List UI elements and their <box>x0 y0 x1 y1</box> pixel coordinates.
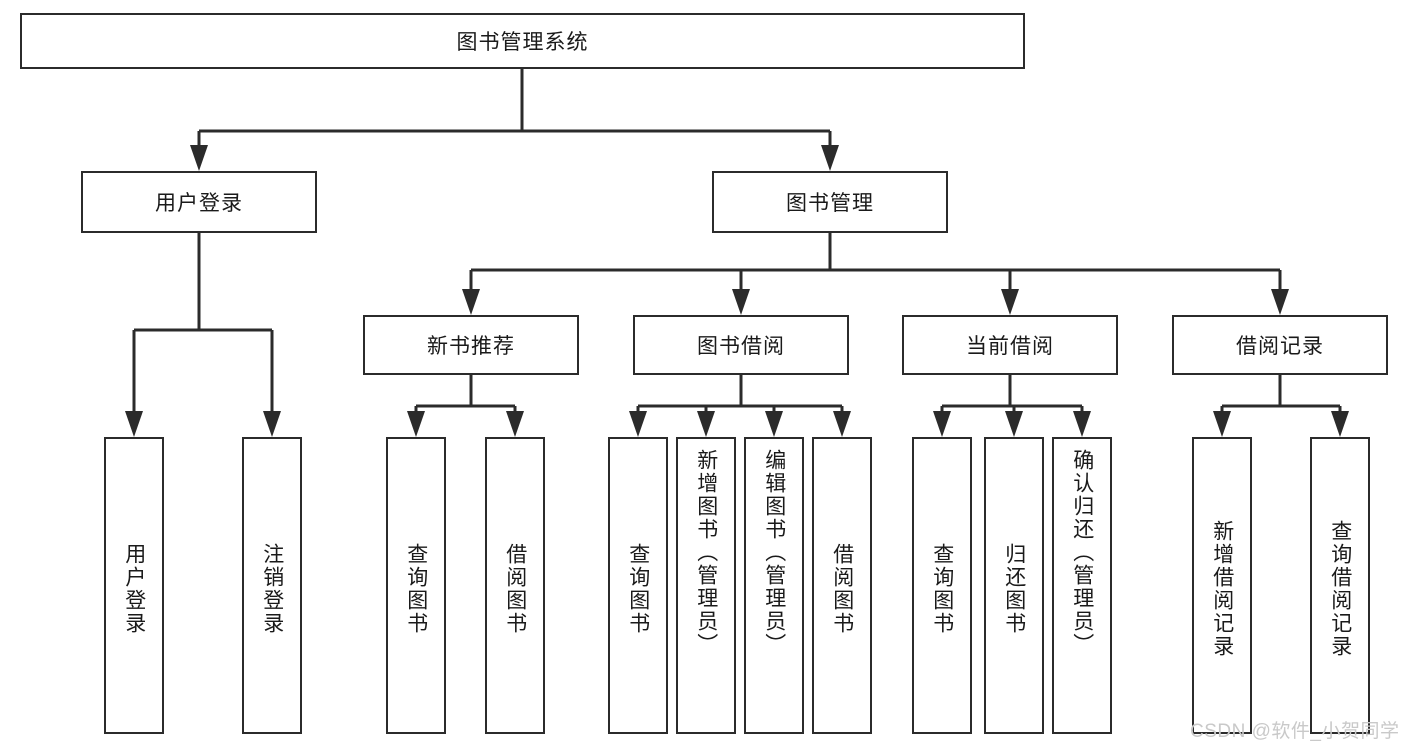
node-leaf-query-record[interactable]: 查询借阅记录 <box>1310 437 1370 734</box>
node-text-wrap: 新增图书（管理员） <box>678 445 734 736</box>
node-root[interactable]: 图书管理系统 <box>20 13 1025 69</box>
node-label: 新增图书（管理员） <box>694 449 718 656</box>
connector-arrowhead <box>732 289 750 315</box>
connector-arrowhead <box>933 411 951 437</box>
node-label: 查询图书 <box>404 542 428 635</box>
node-label: 查询借阅记录 <box>1328 519 1352 658</box>
node-label: 编辑图书（管理员） <box>762 449 786 656</box>
connector-arrowhead <box>1073 411 1091 437</box>
connector-arrowhead <box>1331 411 1349 437</box>
node-leaf-query-book-3[interactable]: 查询图书 <box>912 437 972 734</box>
connector-arrowhead <box>821 145 839 171</box>
node-user-login[interactable]: 用户登录 <box>81 171 317 233</box>
node-text-wrap: 查询借阅记录 <box>1312 445 1368 732</box>
node-label: 新书推荐 <box>427 335 515 358</box>
node-label: 注销登录 <box>260 542 284 635</box>
connector-arrowhead <box>833 411 851 437</box>
node-label: 归还图书 <box>1002 542 1026 635</box>
node-label: 当前借阅 <box>966 335 1054 358</box>
connector-arrowhead <box>629 411 647 437</box>
node-text-wrap: 确认归还（管理员） <box>1054 445 1110 736</box>
connector-arrowhead <box>1005 411 1023 437</box>
node-label: 查询图书 <box>626 542 650 635</box>
node-label: 确认归还（管理员） <box>1070 449 1094 656</box>
node-label: 用户登录 <box>122 542 146 635</box>
node-label: 借阅记录 <box>1236 335 1324 358</box>
node-text-wrap: 借阅图书 <box>814 445 870 732</box>
node-label: 图书管理 <box>786 192 874 215</box>
node-leaf-borrow-book-2[interactable]: 借阅图书 <box>812 437 872 734</box>
node-new-book-rec[interactable]: 新书推荐 <box>363 315 579 375</box>
node-label: 新增借阅记录 <box>1210 519 1234 658</box>
connector-arrowhead <box>263 411 281 437</box>
node-text-wrap: 编辑图书（管理员） <box>746 445 802 736</box>
node-label: 借阅图书 <box>503 542 527 635</box>
node-text-wrap: 查询图书 <box>610 445 666 732</box>
connector-arrowhead <box>1001 289 1019 315</box>
connector-arrowhead <box>1271 289 1289 315</box>
node-text-wrap: 查询图书 <box>914 445 970 732</box>
node-text-wrap: 查询图书 <box>388 445 444 732</box>
connector-arrowhead <box>506 411 524 437</box>
node-text-wrap: 归还图书 <box>986 445 1042 732</box>
connector-arrowhead <box>190 145 208 171</box>
node-leaf-add-record[interactable]: 新增借阅记录 <box>1192 437 1252 734</box>
node-leaf-confirm-return[interactable]: 确认归还（管理员） <box>1052 437 1112 734</box>
node-leaf-user-logout[interactable]: 注销登录 <box>242 437 302 734</box>
node-text-wrap: 注销登录 <box>244 445 300 732</box>
node-leaf-add-book[interactable]: 新增图书（管理员） <box>676 437 736 734</box>
node-leaf-return-book[interactable]: 归还图书 <box>984 437 1044 734</box>
node-label: 用户登录 <box>155 192 243 215</box>
node-borrow-record[interactable]: 借阅记录 <box>1172 315 1388 375</box>
node-leaf-user-login[interactable]: 用户登录 <box>104 437 164 734</box>
node-text-wrap: 用户登录 <box>106 445 162 732</box>
node-text-wrap: 借阅图书 <box>487 445 543 732</box>
node-book-borrow[interactable]: 图书借阅 <box>633 315 849 375</box>
node-label: 查询图书 <box>930 542 954 635</box>
node-leaf-borrow-book-1[interactable]: 借阅图书 <box>485 437 545 734</box>
node-leaf-query-book-1[interactable]: 查询图书 <box>386 437 446 734</box>
connector-arrowhead <box>765 411 783 437</box>
node-label: 图书管理系统 <box>456 31 589 54</box>
node-label: 图书借阅 <box>697 335 785 358</box>
node-text-wrap: 新增借阅记录 <box>1194 445 1250 732</box>
connector-arrowhead <box>697 411 715 437</box>
node-leaf-edit-book[interactable]: 编辑图书（管理员） <box>744 437 804 734</box>
node-current-borrow[interactable]: 当前借阅 <box>902 315 1118 375</box>
csdn-watermark: CSDN @软件_小贺同学 <box>1190 721 1400 742</box>
node-leaf-query-book-2[interactable]: 查询图书 <box>608 437 668 734</box>
connector-arrowhead <box>1213 411 1231 437</box>
node-book-manage[interactable]: 图书管理 <box>712 171 948 233</box>
connector-arrowhead <box>407 411 425 437</box>
node-label: 借阅图书 <box>830 542 854 635</box>
connector-arrowhead <box>462 289 480 315</box>
connector-arrowhead <box>125 411 143 437</box>
